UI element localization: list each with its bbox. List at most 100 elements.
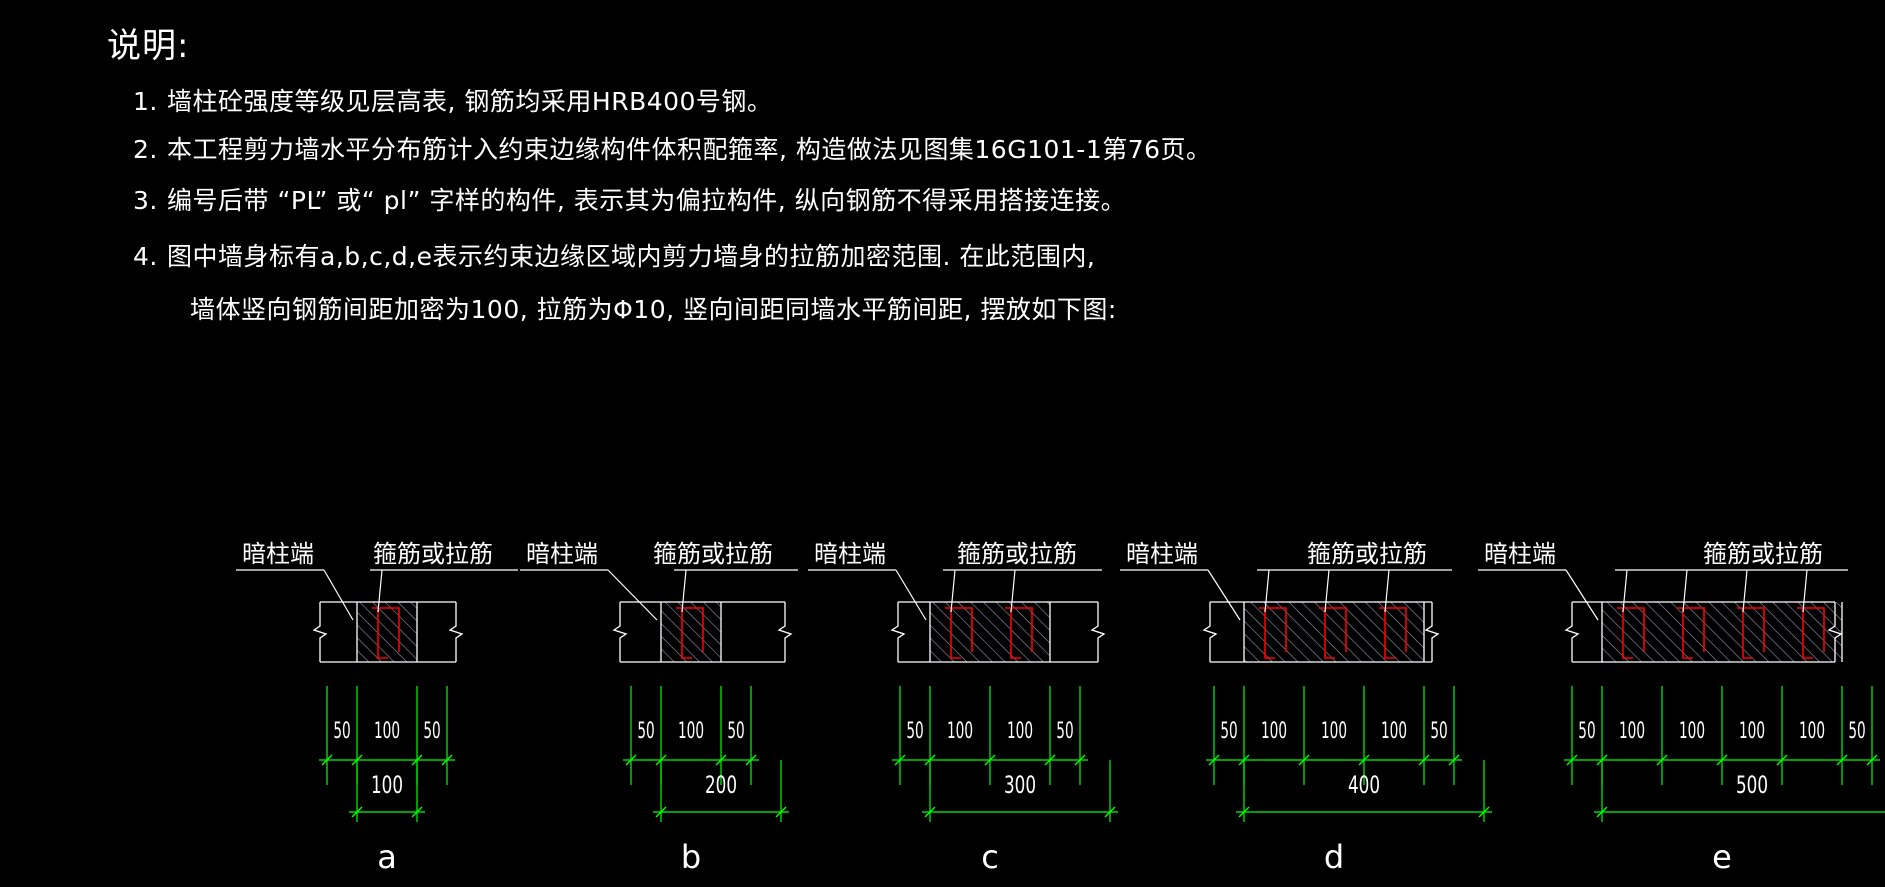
rebar-tie: [1384, 608, 1395, 659]
dim-value: 50: [1430, 719, 1447, 744]
rebar-tie-hook: [676, 607, 704, 652]
leader-tie: [950, 569, 956, 613]
dim-value: 100: [678, 719, 704, 744]
rebar-tie: [1622, 608, 1633, 659]
rebar-tie-hook: [1259, 607, 1287, 652]
rebar-tie-hook: [1617, 607, 1645, 652]
leader-tie: [1264, 569, 1270, 613]
break-line-left: [612, 602, 628, 662]
label-hidden-column-end: 暗柱端: [814, 540, 886, 568]
dim-value: 50: [637, 719, 654, 744]
dim-tick: [1448, 754, 1460, 766]
dim-tick: [1208, 754, 1220, 766]
leader-tie: [377, 569, 383, 613]
rebar-tie-hook: [1737, 607, 1765, 652]
dim-tick: [1836, 754, 1848, 766]
dim-tick: [1238, 806, 1250, 818]
total-dim-value: 300: [1004, 771, 1036, 799]
dim-value: 50: [1578, 719, 1595, 744]
total-dim-value: 200: [705, 771, 737, 799]
note-text: 本工程剪力墙水平分布筋计入约束边缘构件体积配箍率, 构造做法见图集16G101-…: [167, 135, 1212, 164]
dim-value: 100: [1381, 719, 1407, 744]
dim-value: 50: [906, 719, 923, 744]
label-stirrup-or-tie: 箍筋或拉筋: [653, 540, 773, 568]
label-hidden-column-end: 暗柱端: [526, 540, 598, 568]
rebar-tie-hook: [1319, 607, 1347, 652]
leader-tie: [1802, 569, 1808, 613]
hatched-zone: [930, 602, 1050, 662]
rebar-tie-hook: [1677, 607, 1705, 652]
note-3: 3. 编号后带 “PL” 或“ pl” 字样的构件, 表示其为偏拉构件, 纵向钢筋…: [133, 181, 1126, 217]
detail-letter: e: [1712, 838, 1732, 876]
dim-tick: [1478, 806, 1490, 818]
detail-letter: a: [377, 838, 397, 876]
dim-value: 50: [1056, 719, 1073, 744]
break-line-right: [777, 602, 793, 662]
dim-tick: [745, 754, 757, 766]
dim-tick: [1074, 754, 1086, 766]
rebar-tie-hook: [1005, 607, 1033, 652]
dim-tick: [1104, 806, 1116, 818]
note-text: 编号后带 “PL” 或“ pl” 字样的构件, 表示其为偏拉构件, 纵向钢筋不得…: [167, 186, 1127, 215]
leader-left-diagonal: [895, 569, 927, 621]
hatched-zone: [1244, 602, 1424, 662]
dim-tick: [1866, 754, 1878, 766]
leader-tie: [1742, 569, 1748, 613]
note-text: 图中墙身标有a,b,c,d,e表示约束边缘区域内剪力墙身的拉筋加密范围. 在此范…: [167, 242, 1096, 271]
break-line-left: [312, 602, 328, 662]
note-number: 4.: [133, 242, 158, 271]
break-line-right: [448, 602, 464, 662]
notes-title: 说明:: [107, 26, 190, 66]
dim-value: 100: [1739, 719, 1765, 744]
label-stirrup-or-tie: 箍筋或拉筋: [1703, 540, 1823, 568]
note-1: 1.墙柱砼强度等级见层高表, 钢筋均采用HRB400号钢。: [133, 82, 772, 118]
rebar-tie-hook: [945, 607, 973, 652]
dim-value: 50: [727, 719, 744, 744]
leader-tie: [1622, 569, 1628, 613]
rebar-tie: [681, 608, 692, 659]
break-line-left: [890, 602, 906, 662]
dim-tick: [1716, 754, 1728, 766]
dim-tick: [351, 806, 363, 818]
note-4-continued: 墙体竖向钢筋间距加密为100, 拉筋为Φ10, 竖向间距同墙水平筋间距, 摆放如…: [190, 295, 1117, 324]
break-line-left: [1564, 602, 1580, 662]
total-dim-value: 400: [1348, 771, 1380, 799]
leader-left-diagonal: [1565, 569, 1599, 621]
dim-tick: [411, 806, 423, 818]
rebar-tie-hook: [1379, 607, 1407, 652]
label-hidden-column-end: 暗柱端: [1126, 540, 1198, 568]
dim-tick: [1044, 754, 1056, 766]
leader-left-diagonal: [1207, 569, 1241, 621]
dim-value: 50: [333, 719, 350, 744]
dim-value: 100: [1799, 719, 1825, 744]
dim-value: 100: [947, 719, 973, 744]
break-line-right: [1090, 602, 1106, 662]
label-stirrup-or-tie: 箍筋或拉筋: [373, 540, 493, 568]
note-number: 3.: [133, 186, 158, 215]
label-hidden-column-end: 暗柱端: [1484, 540, 1556, 568]
dim-tick: [1418, 754, 1430, 766]
label-hidden-column-end: 暗柱端: [242, 540, 314, 568]
hatched-zone: [1602, 602, 1842, 662]
rebar-tie: [1742, 608, 1753, 659]
dim-tick: [775, 806, 787, 818]
total-dim-value: 500: [1736, 771, 1768, 799]
leader-tie: [681, 569, 687, 613]
dim-tick: [625, 754, 637, 766]
hatched-zone: [357, 602, 417, 662]
leader-tie: [1010, 569, 1016, 613]
dim-tick: [715, 754, 727, 766]
notes-section: 说明: 1.墙柱砼强度等级见层高表, 钢筋均采用HRB400号钢。 2.本工程剪…: [0, 0, 1885, 360]
dim-tick: [1358, 754, 1370, 766]
rebar-tie: [1682, 608, 1693, 659]
leader-left-diagonal: [607, 569, 658, 621]
note-text: 墙柱砼强度等级见层高表, 钢筋均采用HRB400号钢。: [167, 87, 773, 116]
break-line-left: [1202, 602, 1218, 662]
rebar-tie: [950, 608, 961, 659]
dim-tick: [1656, 754, 1668, 766]
